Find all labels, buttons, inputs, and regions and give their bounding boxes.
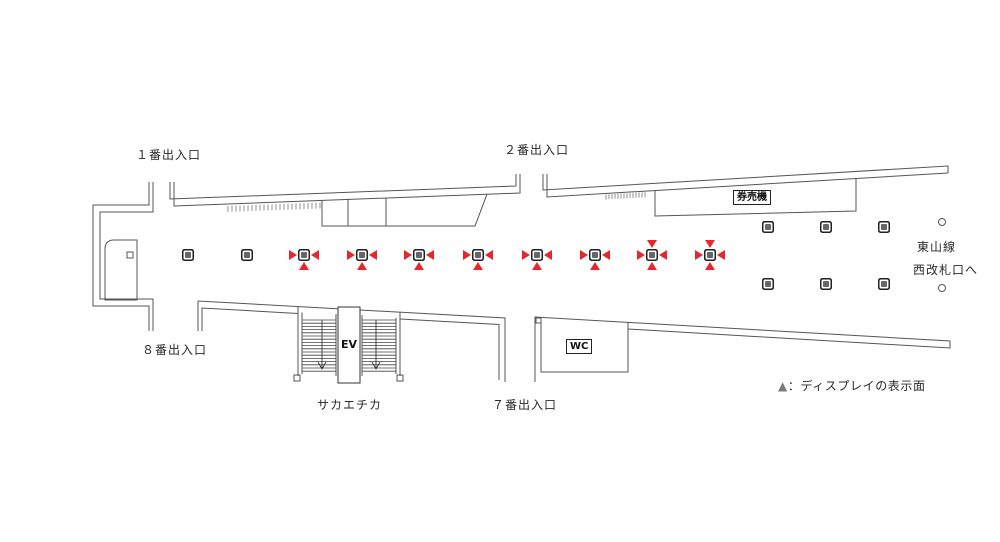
north-wall-east-outer: [542, 165, 949, 191]
exit-1-label: １番出入口: [136, 148, 202, 162]
pillar-core: [185, 252, 191, 258]
red-triangle-icon: [705, 262, 715, 270]
red-triangle-icon: [647, 262, 657, 270]
pillar-core: [475, 252, 481, 258]
sakae-chika-stairs: [302, 319, 396, 372]
restroom-label: WC: [566, 339, 593, 354]
pillar-core: [823, 281, 829, 287]
red-triangle-icon: [369, 250, 377, 260]
red-triangle-icon: [717, 250, 725, 260]
square-pillar-icon: [531, 249, 543, 261]
red-triangle-icon: [463, 250, 471, 260]
pillar-layer: [182, 221, 890, 290]
restroom-corner-post: [535, 317, 542, 324]
square-pillar-icon: [241, 249, 253, 261]
square-pillar-icon: [878, 278, 890, 290]
pillar-core: [707, 252, 713, 258]
stair-corner-post: [396, 374, 404, 382]
pillar-core: [301, 252, 307, 258]
west-gate-label: 西改札口へ: [913, 263, 979, 277]
legend-label: ：ディスプレイの表示面: [787, 379, 926, 393]
red-triangle-icon: [357, 262, 367, 270]
elevator-label: EV: [341, 338, 358, 351]
square-pillar-icon: [820, 221, 832, 233]
square-pillar-icon: [762, 278, 774, 290]
red-triangle-icon: [532, 262, 542, 270]
square-pillar-icon: [472, 249, 484, 261]
gate-marker-circle-icon: [938, 218, 946, 226]
red-triangle-icon: [522, 250, 530, 260]
station-walls: [92, 165, 951, 382]
higashiyama-line-label: 東山線: [917, 240, 957, 254]
square-pillar-icon: [182, 249, 194, 261]
red-triangle-icon: [347, 250, 355, 260]
square-pillar-icon: [704, 249, 716, 261]
north-wall-west-inner: [173, 174, 521, 207]
pillar-core: [765, 224, 771, 230]
square-pillar-icon: [413, 249, 425, 261]
north-stair-divider: [347, 198, 387, 226]
west-shaft: [104, 239, 138, 301]
pillar-core: [649, 252, 655, 258]
red-triangle-icon: [659, 250, 667, 260]
square-pillar-icon: [878, 221, 890, 233]
stair-corner-post: [293, 374, 301, 382]
square-pillar-icon: [820, 278, 832, 290]
floor-hatching: [227, 192, 646, 212]
red-triangle-icon: [299, 262, 309, 270]
exit-8-label: ８番出入口: [142, 343, 208, 357]
red-triangle-icon: [426, 250, 434, 260]
square-pillar-icon: [646, 249, 658, 261]
pillar-core: [359, 252, 365, 258]
ticket-machine-area: [654, 178, 857, 217]
square-pillar-icon: [356, 249, 368, 261]
red-triangle-icon: [590, 262, 600, 270]
ticket-machine-label: 券売機: [733, 190, 771, 205]
exit-7-label: ７番出入口: [492, 398, 558, 412]
red-triangle-icon: [404, 250, 412, 260]
restroom-enclosure: [540, 322, 629, 373]
pillar-core: [881, 224, 887, 230]
gate-marker-circle-icon: [938, 284, 946, 292]
south-wall-west-outer: [201, 307, 500, 380]
elevator-box: [337, 306, 361, 384]
red-triangle-icon: [544, 250, 552, 260]
west-end-wall-inner: [99, 182, 154, 331]
exit-2-label: ２番出入口: [504, 143, 570, 157]
south-wall-east: [534, 316, 951, 382]
red-triangle-icon: [705, 240, 715, 248]
pillar-core: [244, 252, 250, 258]
square-pillar-icon: [589, 249, 601, 261]
north-wall-east-inner: [546, 172, 949, 198]
pillar-core: [416, 252, 422, 258]
legend: ▲：ディスプレイの表示面: [778, 379, 926, 393]
red-triangle-icon: [289, 250, 297, 260]
red-triangle-icon: [580, 250, 588, 260]
down-arrow-icon: [371, 361, 381, 370]
red-triangle-icon: [485, 250, 493, 260]
red-triangle-icon: [311, 250, 319, 260]
pillar-core: [823, 224, 829, 230]
sakae-chika-label: サカエチカ: [317, 398, 383, 412]
square-pillar-icon: [762, 221, 774, 233]
red-triangle-icon: [637, 250, 645, 260]
red-triangle-icon: [414, 262, 424, 270]
red-triangle-icon: [695, 250, 703, 260]
red-triangle-icon: [647, 240, 657, 248]
west-shaft-marker: [126, 251, 134, 259]
north-stair-opening: [321, 194, 488, 227]
legend-triangle-icon: ▲: [778, 379, 788, 393]
pillar-core: [881, 281, 887, 287]
pillar-core: [592, 252, 598, 258]
pillar-core: [534, 252, 540, 258]
red-triangle-icon: [602, 250, 610, 260]
west-end-wall-outer: [92, 182, 150, 331]
pillar-core: [765, 281, 771, 287]
down-arrow-icon: [317, 361, 327, 370]
square-pillar-icon: [298, 249, 310, 261]
red-triangle-icon: [473, 262, 483, 270]
north-wall-west-outer: [169, 174, 517, 200]
